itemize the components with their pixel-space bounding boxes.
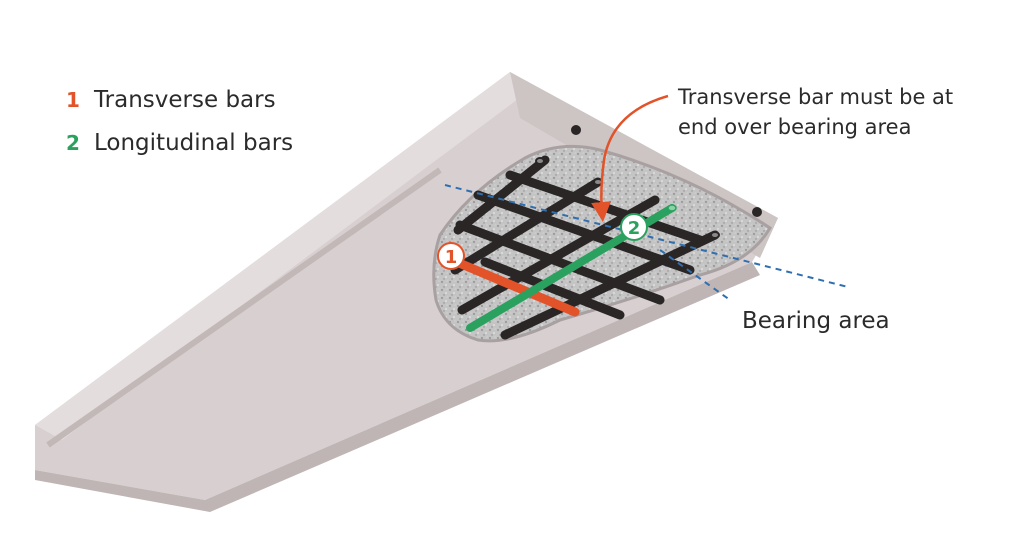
mesh-bar xyxy=(455,220,665,305)
marker-longitudinal: 2 xyxy=(620,213,648,241)
slab-top-edge xyxy=(35,72,530,440)
mesh-bar xyxy=(453,155,550,235)
legend-number-2: 2 xyxy=(66,131,80,155)
slab-bottom-lip xyxy=(35,262,760,512)
bar-end xyxy=(535,157,545,165)
lifting-hole xyxy=(752,207,762,217)
bar-end xyxy=(710,231,720,239)
lifting-hole xyxy=(571,125,581,135)
bearing-note-callout: Transverse bar must be at end over beari… xyxy=(591,85,953,222)
mesh-bar xyxy=(473,190,695,275)
bearing-leader-line xyxy=(659,249,731,301)
bearing-line-upper xyxy=(444,184,849,288)
bar-end xyxy=(667,204,677,212)
callout-arrow xyxy=(591,94,669,222)
callout-note-line2: end over bearing area xyxy=(678,115,911,139)
marker-transverse: 1 xyxy=(437,242,465,270)
legend: 1 Transverse bars 2 Longitudinal bars xyxy=(66,87,293,156)
slab-groove xyxy=(46,167,442,448)
marker-transverse-number: 1 xyxy=(445,247,458,268)
marker-longitudinal-number: 2 xyxy=(628,218,641,239)
legend-label-longitudinal: Longitudinal bars xyxy=(94,130,293,156)
bearing-area-label: Bearing area xyxy=(742,308,890,334)
mesh-bar xyxy=(480,257,625,320)
legend-number-1: 1 xyxy=(66,88,80,112)
callout-note-line1: Transverse bar must be at xyxy=(677,85,953,109)
transverse-bar-highlight xyxy=(447,255,580,317)
legend-label-transverse: Transverse bars xyxy=(93,87,276,113)
